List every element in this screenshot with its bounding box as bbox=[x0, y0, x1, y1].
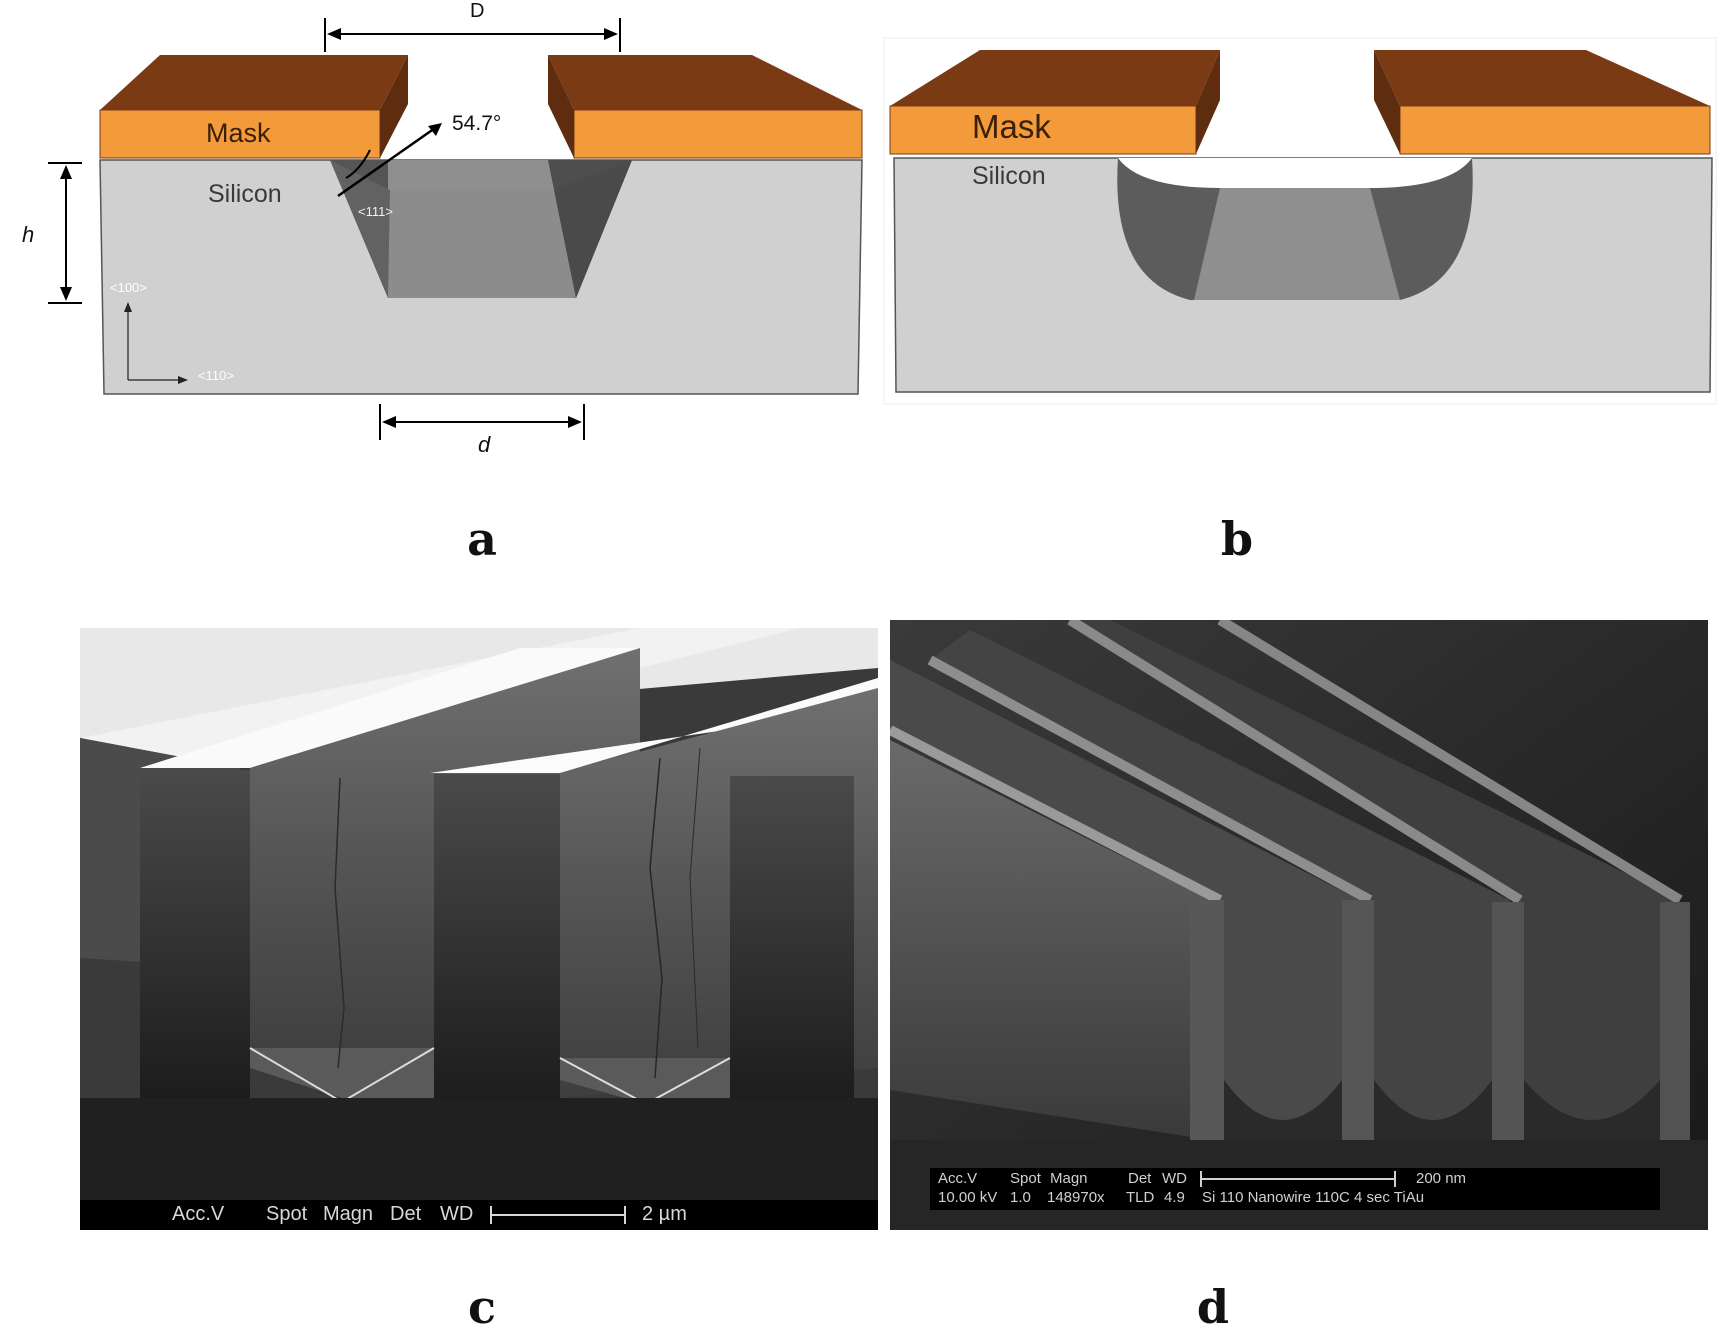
panel-c-letter: c bbox=[467, 1280, 496, 1334]
mask-right-top bbox=[548, 55, 862, 110]
trench-right-face bbox=[554, 160, 632, 298]
sem-d-head-magn: Magn bbox=[1050, 1170, 1088, 1187]
panel-d-letter: d bbox=[1196, 1280, 1230, 1334]
sem-d-val-acc: 10.00 kV bbox=[938, 1189, 998, 1206]
trench-bottom bbox=[388, 190, 576, 298]
angle-label: 54.7° bbox=[452, 112, 502, 135]
mask-label-b: Mask bbox=[972, 108, 1051, 145]
sem-c-acc: Acc.V bbox=[172, 1203, 225, 1225]
plane-111-label: <111> bbox=[358, 204, 393, 219]
sem-d-scale-bar bbox=[1200, 1178, 1396, 1180]
mask-b-right-top bbox=[1374, 50, 1710, 106]
sem-info-bar-c: Acc.V Spot Magn Det WD 2 µm bbox=[80, 1200, 878, 1230]
trench-left-face bbox=[330, 160, 390, 298]
dimension-top-label: D bbox=[470, 0, 485, 22]
sem-d-val-spot: 1.0 bbox=[1010, 1189, 1031, 1206]
dimension-bottom-label: d bbox=[478, 432, 491, 457]
panel-b-svg bbox=[883, 37, 1717, 405]
axis-110-label: <110> bbox=[198, 368, 234, 383]
axis-100-label: <100> bbox=[110, 280, 147, 295]
sem-d-svg bbox=[890, 620, 1708, 1230]
mask-right-side bbox=[548, 55, 574, 158]
sem-info-bar-d: Acc.V Spot Magn Det WD 10.00 kV 1.0 1489… bbox=[930, 1168, 1660, 1210]
sem-d-scale-label: 200 nm bbox=[1416, 1170, 1467, 1187]
sem-d-head-acc: Acc.V bbox=[938, 1170, 978, 1187]
sem-c-scale-bar bbox=[490, 1214, 626, 1216]
panel-a-diagram: D d h 54.7° Mask Silicon <111> <100> <11… bbox=[0, 0, 870, 480]
silicon-label-a: Silicon bbox=[208, 180, 282, 208]
mask-b-left-top bbox=[890, 50, 1220, 106]
panel-b-letter: b bbox=[1220, 512, 1254, 566]
sem-c-det: Det bbox=[390, 1203, 422, 1225]
sem-d-val-magn: 148970x bbox=[1047, 1189, 1105, 1206]
panel-a-svg bbox=[48, 18, 863, 440]
sem-d-val-det: TLD bbox=[1126, 1189, 1155, 1206]
panel-a-letter: a bbox=[467, 512, 497, 566]
sem-c-spot: Spot bbox=[266, 1203, 308, 1225]
cavity-floor bbox=[1194, 188, 1400, 300]
mask-right-front bbox=[573, 109, 863, 159]
silicon-label-b: Silicon bbox=[972, 162, 1046, 190]
sem-d-head-wd: WD bbox=[1162, 1170, 1187, 1187]
sem-d-head-det: Det bbox=[1128, 1170, 1152, 1187]
angle-arrow bbox=[337, 124, 439, 198]
sem-c-magn: Magn bbox=[323, 1203, 374, 1225]
sem-d-sample-label: Si 110 Nanowire 110C 4 sec TiAu bbox=[1202, 1189, 1425, 1206]
sem-c-wd: WD bbox=[440, 1203, 474, 1225]
sem-c-scale-label: 2 µm bbox=[642, 1203, 687, 1225]
sem-d-head-spot: Spot bbox=[1010, 1170, 1041, 1187]
panel-b-diagram: Mask Silicon bbox=[880, 30, 1720, 410]
mask-label-a: Mask bbox=[206, 118, 271, 148]
cavity-opening bbox=[1118, 158, 1472, 188]
sem-d-val-wd: 4.9 bbox=[1164, 1189, 1185, 1206]
dimension-side-label: h bbox=[22, 222, 35, 247]
mask-left-top bbox=[100, 55, 408, 110]
panel-d-sem-image: Acc.V Spot Magn Det WD 10.00 kV 1.0 1489… bbox=[890, 620, 1708, 1230]
mask-left-side bbox=[380, 55, 408, 158]
angle-arc bbox=[345, 149, 371, 179]
mask-b-right-front bbox=[1399, 105, 1711, 155]
sem-c-svg bbox=[80, 628, 878, 1230]
panel-c-sem-image: Acc.V Spot Magn Det WD 2 µm bbox=[80, 628, 878, 1230]
